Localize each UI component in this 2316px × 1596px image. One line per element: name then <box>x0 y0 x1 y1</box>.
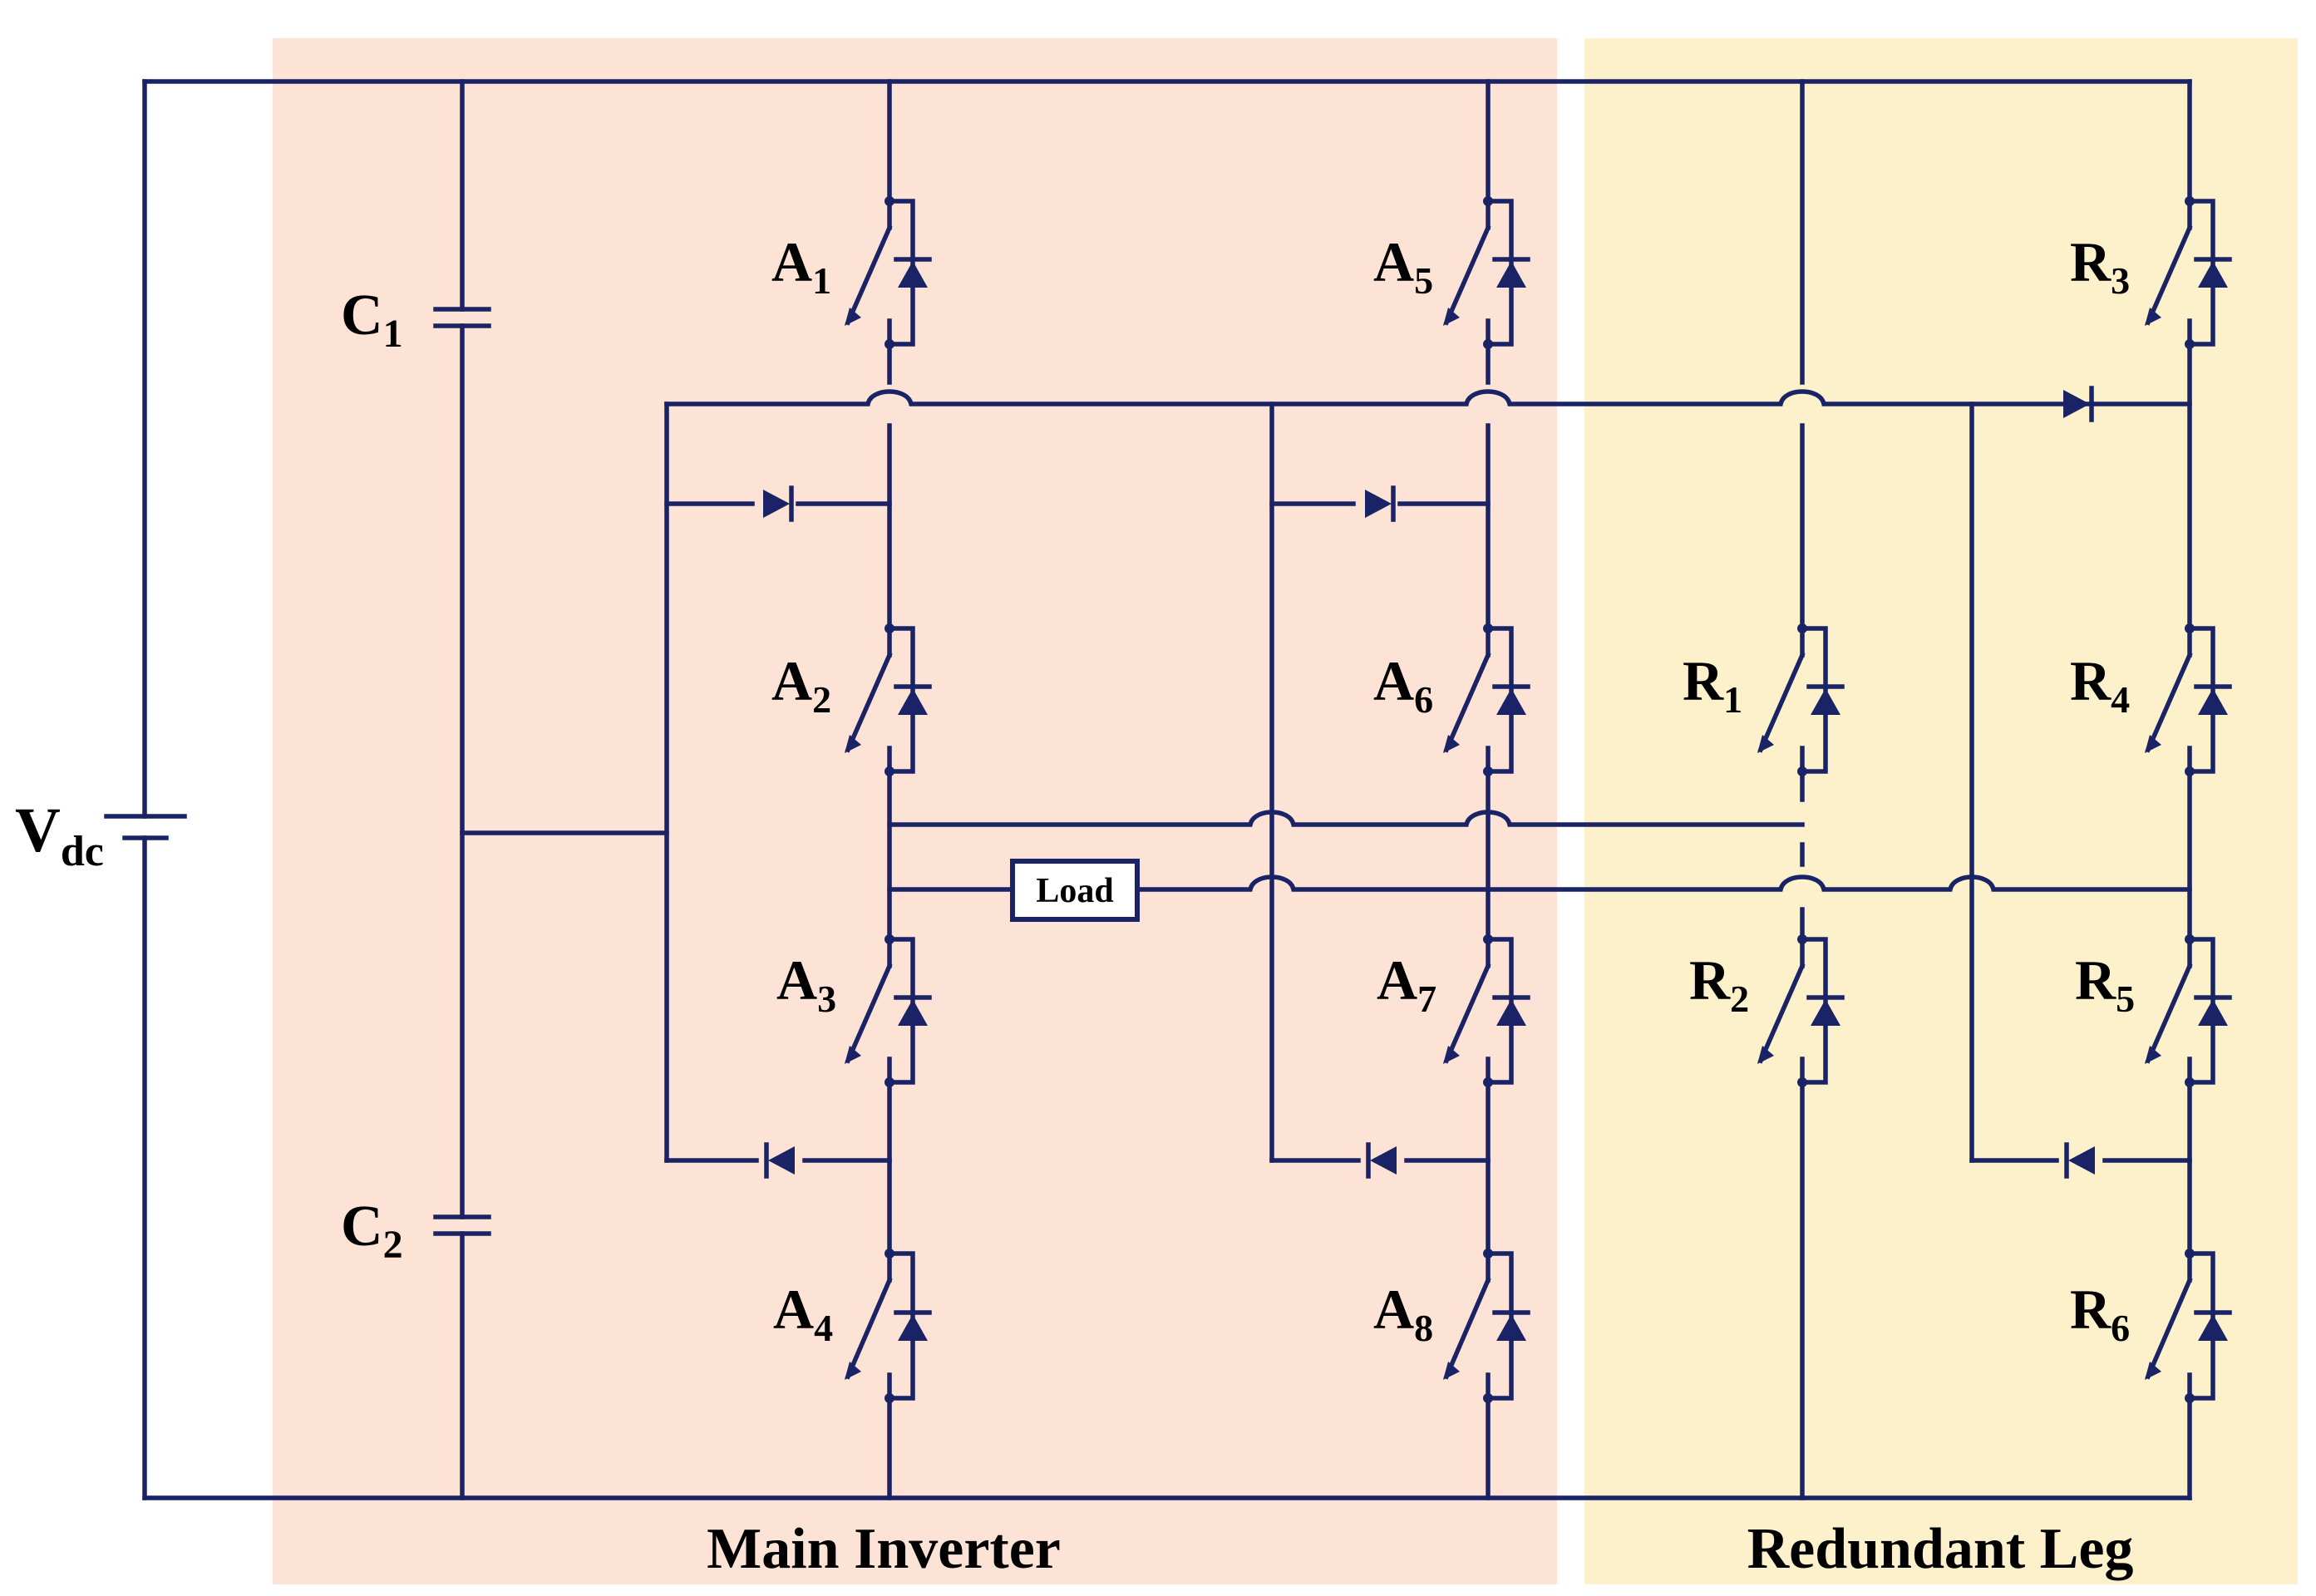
switch-label-r2: R2 <box>1689 948 1749 1020</box>
redundant-leg-region <box>1584 38 2298 1584</box>
igbt-switch-a7 <box>1443 934 1530 1087</box>
output-line-a <box>887 810 1805 827</box>
clamp-diode-a-lower <box>764 1142 795 1179</box>
main-inverter-label: Main Inverter <box>707 1517 1061 1581</box>
igbt-switch-r6 <box>2145 1249 2232 1403</box>
load-label: Load <box>1036 872 1113 910</box>
igbt-switch-a8 <box>1443 1249 1530 1403</box>
switch-label-a5: A5 <box>1373 230 1433 302</box>
igbt-switch-r1 <box>1757 623 1845 776</box>
igbt-switch-a3 <box>845 934 932 1087</box>
switch-label-a4: A4 <box>773 1278 833 1349</box>
igbt-switch-a6 <box>1443 623 1530 776</box>
igbt-switch-a5 <box>1443 196 1530 349</box>
igbt-switch-a2 <box>845 623 932 776</box>
igbt-switch-r3 <box>2145 196 2232 349</box>
c1-label: C1 <box>341 283 403 356</box>
switch-label-r1: R1 <box>1683 649 1742 721</box>
igbt-switch-r4 <box>2145 623 2232 776</box>
clamp-diode-r-lower <box>2064 1142 2095 1179</box>
igbt-switch-r2 <box>1757 934 1845 1087</box>
clamp-diode-r-upper <box>2063 386 2094 422</box>
load-box: Load <box>1010 859 1140 922</box>
switch-label-r5: R5 <box>2075 948 2135 1020</box>
switch-label-r3: R3 <box>2070 230 2130 302</box>
igbt-switch-r5 <box>2145 934 2232 1087</box>
switch-label-a6: A6 <box>1373 649 1433 721</box>
circuit-components <box>104 196 2232 1403</box>
redundant-leg-label: Redundant Leg <box>1747 1517 2134 1581</box>
switch-label-a8: A8 <box>1373 1278 1433 1349</box>
switch-label-a2: A2 <box>771 649 831 721</box>
neutral-clamp-bus <box>664 389 2192 406</box>
switch-label-r4: R4 <box>2070 649 2130 721</box>
switch-label-r6: R6 <box>2070 1278 2130 1349</box>
switch-label-a3: A3 <box>776 948 836 1020</box>
vdc-label: Vdc <box>15 796 104 875</box>
c2-label: C2 <box>341 1195 403 1267</box>
clamp-diode-a-upper <box>763 485 794 522</box>
igbt-switch-a1 <box>845 196 932 349</box>
clamp-diode-b-upper <box>1365 485 1396 522</box>
load-line-right <box>1135 874 2192 892</box>
switch-label-a7: A7 <box>1377 948 1436 1020</box>
igbt-switch-a4 <box>845 1249 932 1403</box>
circuit-wires <box>142 79 2192 1500</box>
switch-label-a1: A1 <box>771 230 831 302</box>
clamp-diode-b-lower <box>1366 1142 1397 1179</box>
